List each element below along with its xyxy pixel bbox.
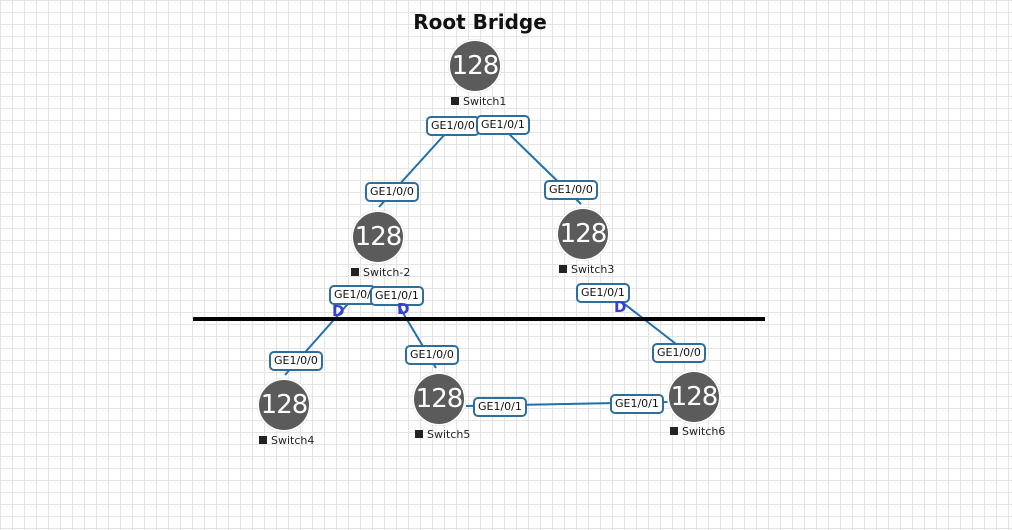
switch3-name: Switch3	[571, 263, 615, 276]
blocked-port-icon: D	[614, 298, 627, 316]
port-switch6-ge100[interactable]: GE1/0/0	[652, 343, 706, 363]
switch5-name: Switch5	[427, 428, 471, 441]
port-switch3-ge100[interactable]: GE1/0/0	[544, 180, 598, 200]
switch4-label: Switch4	[259, 434, 314, 447]
switch4-icon[interactable]: 128	[257, 378, 311, 432]
square-icon	[351, 268, 359, 276]
port-switch5-ge100[interactable]: GE1/0/0	[405, 345, 459, 365]
square-icon	[559, 265, 567, 273]
switch6-icon[interactable]: 128	[667, 370, 721, 424]
switch1-icon[interactable]: 128	[448, 39, 502, 93]
port-switch2-ge100[interactable]: GE1/0/0	[365, 182, 419, 202]
port-switch6-ge101[interactable]: GE1/0/1	[610, 394, 664, 414]
square-icon	[451, 97, 459, 105]
port-switch2-ge100-truncated[interactable]: GE1/0/	[329, 285, 376, 305]
switch4-name: Switch4	[271, 434, 315, 447]
switch3-label: Switch3	[559, 263, 614, 276]
square-icon	[415, 430, 423, 438]
square-icon	[670, 427, 678, 435]
diagram-title: Root Bridge	[413, 10, 547, 34]
port-switch5-ge101[interactable]: GE1/0/1	[473, 397, 527, 417]
switch2-label: Switch-2	[351, 266, 410, 279]
blocked-port-icon: D	[332, 302, 345, 320]
port-switch2-ge101[interactable]: GE1/0/1	[370, 286, 424, 306]
blocked-port-icon: D	[397, 300, 410, 318]
port-switch1-ge100[interactable]: GE1/0/0	[426, 116, 480, 136]
switch5-label: Switch5	[415, 428, 470, 441]
switch1-label: Switch1	[451, 95, 506, 108]
switch5-icon[interactable]: 128	[412, 372, 466, 426]
switch2-name: Switch-2	[363, 266, 411, 279]
switch1-name: Switch1	[463, 95, 507, 108]
switch2-icon[interactable]: 128	[351, 210, 405, 264]
switch3-icon[interactable]: 128	[556, 207, 610, 261]
switch6-label: Switch6	[670, 425, 725, 438]
port-switch1-ge101[interactable]: GE1/0/1	[476, 115, 530, 135]
square-icon	[259, 436, 267, 444]
switch6-name: Switch6	[682, 425, 726, 438]
port-switch4-ge100[interactable]: GE1/0/0	[269, 351, 323, 371]
port-switch3-ge101[interactable]: GE1/0/1	[576, 283, 630, 303]
